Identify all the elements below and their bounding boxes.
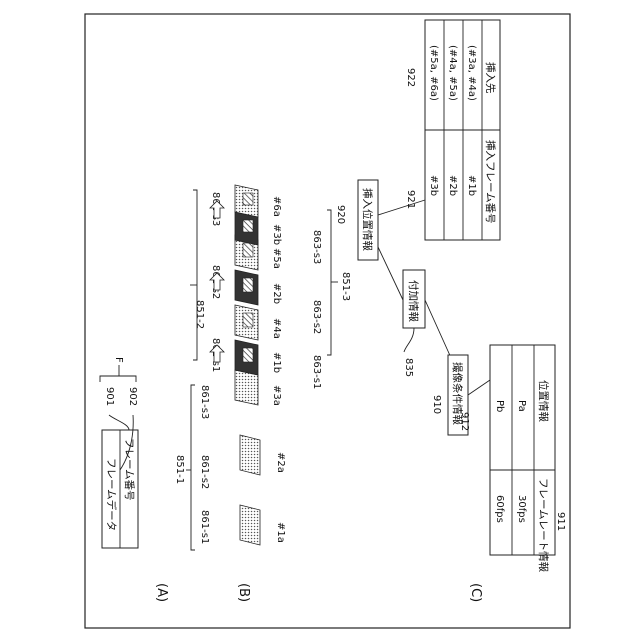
header-863-s1: 863-s1 bbox=[311, 355, 322, 389]
frame-label-3a: #3a bbox=[271, 385, 282, 406]
section-a-frame-structure: フレーム番号 フレームデータ 901 902 F bbox=[100, 357, 138, 548]
ref-922: 922 bbox=[405, 68, 416, 87]
insert-position-label: 挿入位置情報 bbox=[361, 188, 374, 251]
frame-label-3b: #3b bbox=[271, 224, 282, 245]
frame-label-5a: #5a bbox=[271, 248, 282, 269]
panel-label-b: (B) bbox=[236, 583, 251, 602]
ref-901: 901 bbox=[104, 387, 115, 406]
header-863-s2: 863-s2 bbox=[311, 300, 322, 334]
ref-F: F bbox=[113, 357, 124, 363]
group-851-2: 851-2 bbox=[194, 300, 205, 329]
header-861-s3: 861-s3 bbox=[199, 385, 210, 419]
frame-number-label: フレーム番号 bbox=[123, 438, 135, 501]
cell-30fps: 30fps bbox=[516, 495, 527, 523]
table-header-insert-destination: 挿入先 bbox=[484, 62, 497, 94]
cell-5a-6a: (#5a, #6a) bbox=[428, 45, 439, 101]
cell-3b: #3b bbox=[428, 175, 439, 196]
ref-912: 912 bbox=[459, 412, 470, 431]
table-header-position: 位置情報 bbox=[537, 380, 550, 422]
group-851-3: 851-3 bbox=[340, 272, 351, 301]
rotated-content: (A) (B) (C) フレーム番号 フレームデータ 901 902 F 851… bbox=[100, 20, 566, 602]
ref-902: 902 bbox=[127, 387, 138, 406]
frame-1a bbox=[240, 505, 260, 545]
frame-label-1a: #1a bbox=[275, 522, 286, 543]
cell-pa: Pa bbox=[516, 400, 527, 412]
table-header-frame-rate: フレームレート情報 bbox=[537, 478, 550, 573]
header-861-s1: 861-s1 bbox=[199, 510, 210, 544]
frame-2a bbox=[240, 435, 260, 475]
frame-label-6a: #6a bbox=[271, 196, 282, 217]
section-b-frame-sequence: 851-1 851-2 851-3 861-s1 861-s2 861-s3 8… bbox=[174, 185, 351, 550]
panel-label-a: (A) bbox=[154, 583, 169, 602]
table-header-insert-frame-number: 挿入フレーム番号 bbox=[484, 140, 497, 224]
cell-60fps: 60fps bbox=[494, 495, 505, 523]
cell-4a-5a: (#4a, #5a) bbox=[447, 45, 458, 101]
header-863-s3: 863-s3 bbox=[311, 230, 322, 264]
group-851-1: 851-1 bbox=[174, 455, 185, 484]
cell-1b: #1b bbox=[466, 175, 477, 196]
root-label: 付加情報 bbox=[407, 280, 420, 322]
frame-3a bbox=[235, 370, 258, 405]
header-861-s2: 861-s2 bbox=[199, 455, 210, 489]
ref-920: 920 bbox=[335, 205, 346, 224]
ref-835: 835 bbox=[403, 358, 414, 377]
frame-label-4a: #4a bbox=[271, 318, 282, 339]
panel-label-c: (C) bbox=[468, 583, 483, 602]
cell-2b: #2b bbox=[447, 175, 458, 196]
ref-921: 921 bbox=[405, 190, 416, 209]
section-c-additional-info: 付加情報 835 撮像条件情報 910 フレームレート情報 位置情報 30fps… bbox=[335, 20, 566, 573]
frame-data-label: フレームデータ bbox=[105, 458, 118, 531]
cell-pb: Pb bbox=[494, 400, 505, 412]
cell-3a-4a: (#3a, #4a) bbox=[466, 45, 477, 101]
ref-911: 911 bbox=[555, 512, 566, 531]
frame-label-2b: #2b bbox=[271, 283, 282, 304]
frame-label-2a: #2a bbox=[275, 452, 286, 473]
frame-label-1b: #1b bbox=[271, 352, 282, 373]
ref-910: 910 bbox=[431, 395, 442, 414]
